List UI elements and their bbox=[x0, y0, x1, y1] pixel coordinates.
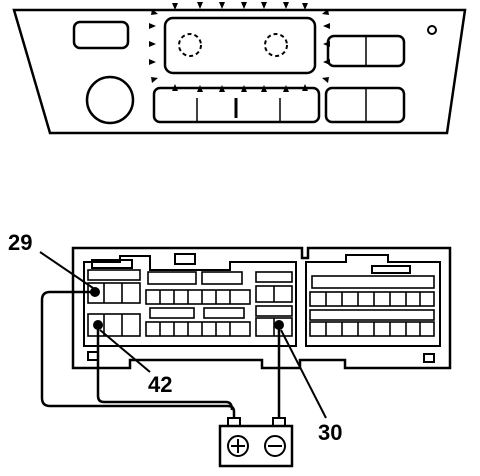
radio-unit bbox=[12, 8, 467, 135]
connector-latch-right bbox=[371, 265, 411, 274]
connector-latch-left bbox=[91, 259, 133, 269]
display-flash-indicators bbox=[149, 2, 330, 92]
display-dashed-circle-right bbox=[264, 33, 288, 57]
radio-faceplate bbox=[12, 8, 467, 135]
display-dashed-circle-left bbox=[178, 33, 202, 57]
connector-housing bbox=[71, 246, 452, 370]
battery-plus-icon bbox=[227, 435, 249, 457]
connector-key-right bbox=[423, 353, 435, 363]
pin-cavities bbox=[87, 269, 435, 337]
leader-42 bbox=[99, 329, 151, 373]
pin-label-29: 29 bbox=[8, 230, 32, 255]
battery bbox=[218, 417, 294, 468]
connector-latch-center bbox=[174, 253, 196, 265]
radio-button-bottom-right bbox=[324, 86, 406, 124]
radio-display bbox=[163, 16, 317, 75]
connector-body bbox=[71, 246, 452, 370]
radio-button-left bbox=[72, 20, 130, 50]
pin-label-30: 30 bbox=[318, 420, 342, 445]
battery-minus-icon bbox=[264, 435, 286, 457]
radio-knob bbox=[85, 75, 135, 125]
wire-pin-42 bbox=[96, 325, 234, 411]
screw-hole-icon bbox=[427, 25, 437, 35]
leader-30 bbox=[280, 329, 327, 419]
test-wires bbox=[40, 290, 281, 420]
pin-label-42: 42 bbox=[148, 372, 172, 397]
connector-key-left bbox=[87, 351, 99, 361]
leader-29 bbox=[39, 251, 94, 289]
preset-buttons bbox=[152, 86, 321, 124]
label-leaders bbox=[39, 251, 327, 419]
